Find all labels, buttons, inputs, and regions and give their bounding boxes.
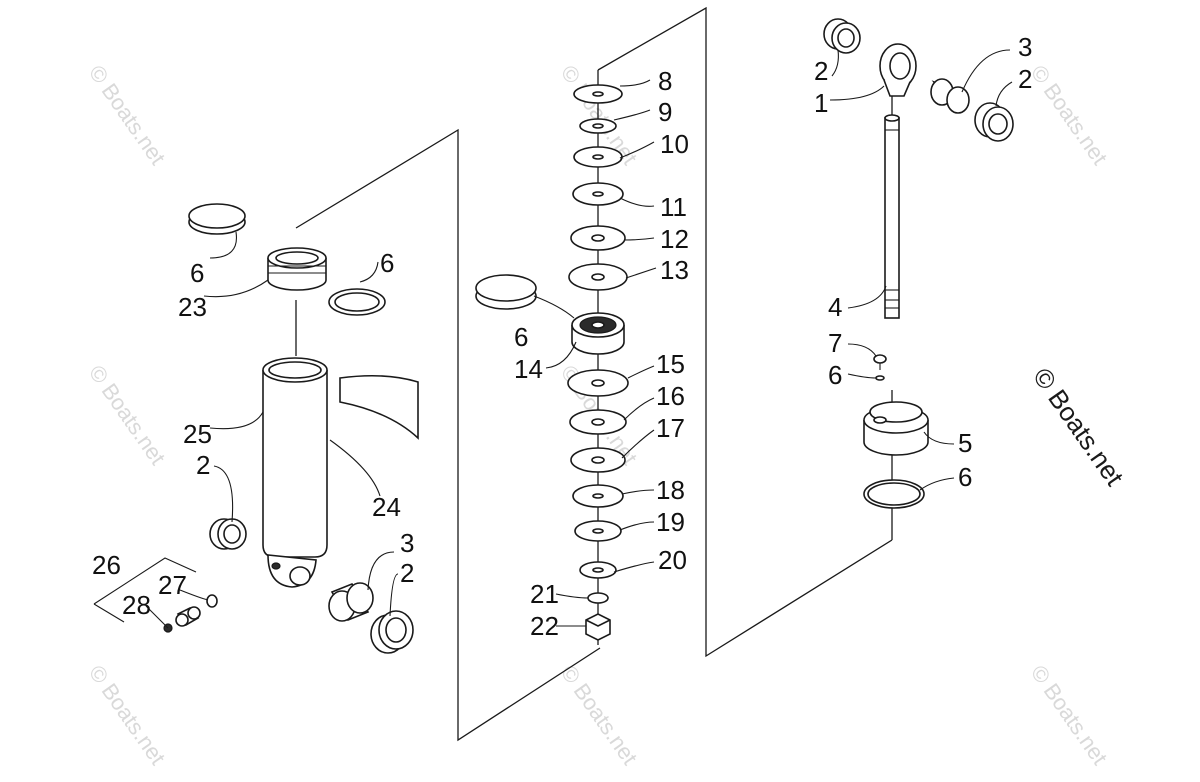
callout-23: 23 xyxy=(178,292,207,322)
shim-hole xyxy=(592,154,604,160)
leader-lines xyxy=(145,49,1013,629)
callout-2: 2 xyxy=(400,558,414,588)
seal-head xyxy=(863,401,929,456)
piston xyxy=(571,312,625,355)
callout-12: 12 xyxy=(660,224,689,254)
watermark: © Boats.net xyxy=(1026,61,1113,170)
callout-13: 13 xyxy=(660,255,689,285)
shim-hole xyxy=(591,418,605,426)
shock-body-assembly xyxy=(93,203,419,654)
callout-2: 2 xyxy=(196,450,210,480)
callout-18: 18 xyxy=(656,475,685,505)
bushing xyxy=(974,102,1014,142)
callout-3: 3 xyxy=(400,528,414,558)
shim-hole xyxy=(592,528,604,534)
watermark: © Boats.net xyxy=(84,61,171,170)
body-cap xyxy=(267,247,327,291)
shim-hole xyxy=(592,567,604,573)
callout-17: 17 xyxy=(656,413,685,443)
callout-22: 22 xyxy=(530,611,559,641)
valve-stack xyxy=(475,84,629,641)
callout-7: 7 xyxy=(828,328,842,358)
bushing xyxy=(370,610,414,654)
callout-5: 5 xyxy=(958,428,972,458)
callout-8: 8 xyxy=(658,66,672,96)
screw xyxy=(873,354,887,370)
shim-hole xyxy=(592,493,604,499)
copyright-notice: © Boats.net xyxy=(1027,362,1130,491)
callout-28: 28 xyxy=(122,590,151,620)
callout-6: 6 xyxy=(190,258,204,288)
shim-hole xyxy=(592,123,604,129)
callout-6: 6 xyxy=(514,322,528,352)
callout-3: 3 xyxy=(1018,32,1032,62)
callout-14: 14 xyxy=(514,354,543,384)
shock-body xyxy=(262,357,328,588)
washer xyxy=(587,592,609,604)
callout-2: 2 xyxy=(814,56,828,86)
decal xyxy=(339,374,419,440)
callout-15: 15 xyxy=(656,349,685,379)
callout-27: 27 xyxy=(158,570,187,600)
eyelet xyxy=(879,43,917,97)
shim-hole xyxy=(591,456,605,464)
shim-hole xyxy=(591,234,605,242)
callout-6: 6 xyxy=(380,248,394,278)
callout-2: 2 xyxy=(1018,64,1032,94)
bushing xyxy=(209,518,247,550)
callout-20: 20 xyxy=(658,545,687,575)
seal-ring xyxy=(328,288,386,316)
shim-hole xyxy=(591,273,605,281)
watermark: © Boats.net xyxy=(84,361,171,470)
callout-16: 16 xyxy=(656,381,685,411)
watermark: © Boats.net xyxy=(1026,661,1113,770)
callout-24: 24 xyxy=(372,492,401,522)
shim-hole xyxy=(591,379,605,387)
watermark: © Boats.net xyxy=(84,661,171,770)
callout-4: 4 xyxy=(828,292,842,322)
callout-26: 26 xyxy=(92,550,121,580)
callout-6: 6 xyxy=(958,462,972,492)
o-ring xyxy=(875,375,885,381)
valve-assembly xyxy=(93,557,218,633)
callout-1: 1 xyxy=(814,88,828,118)
callouts: 6 23 6 25 24 2 3 2 26 27 28 8 9 10 11 12… xyxy=(92,32,1032,641)
shaft xyxy=(884,114,900,319)
nut xyxy=(585,613,611,641)
snap-ring xyxy=(188,203,246,235)
callout-25: 25 xyxy=(183,419,212,449)
callout-10: 10 xyxy=(660,129,689,159)
shaft-assembly xyxy=(823,18,1014,509)
sleeve xyxy=(328,582,374,622)
callout-21: 21 xyxy=(530,579,559,609)
watermark: © Boats.net xyxy=(556,661,643,770)
sleeve xyxy=(930,78,970,114)
callout-11: 11 xyxy=(660,192,687,222)
piston-ring xyxy=(475,274,537,310)
bushing xyxy=(823,18,861,54)
shim-hole xyxy=(592,191,604,197)
callout-9: 9 xyxy=(658,97,672,127)
shim-hole xyxy=(592,91,604,97)
o-ring xyxy=(863,479,925,509)
callout-19: 19 xyxy=(656,507,685,537)
callout-6: 6 xyxy=(828,360,842,390)
